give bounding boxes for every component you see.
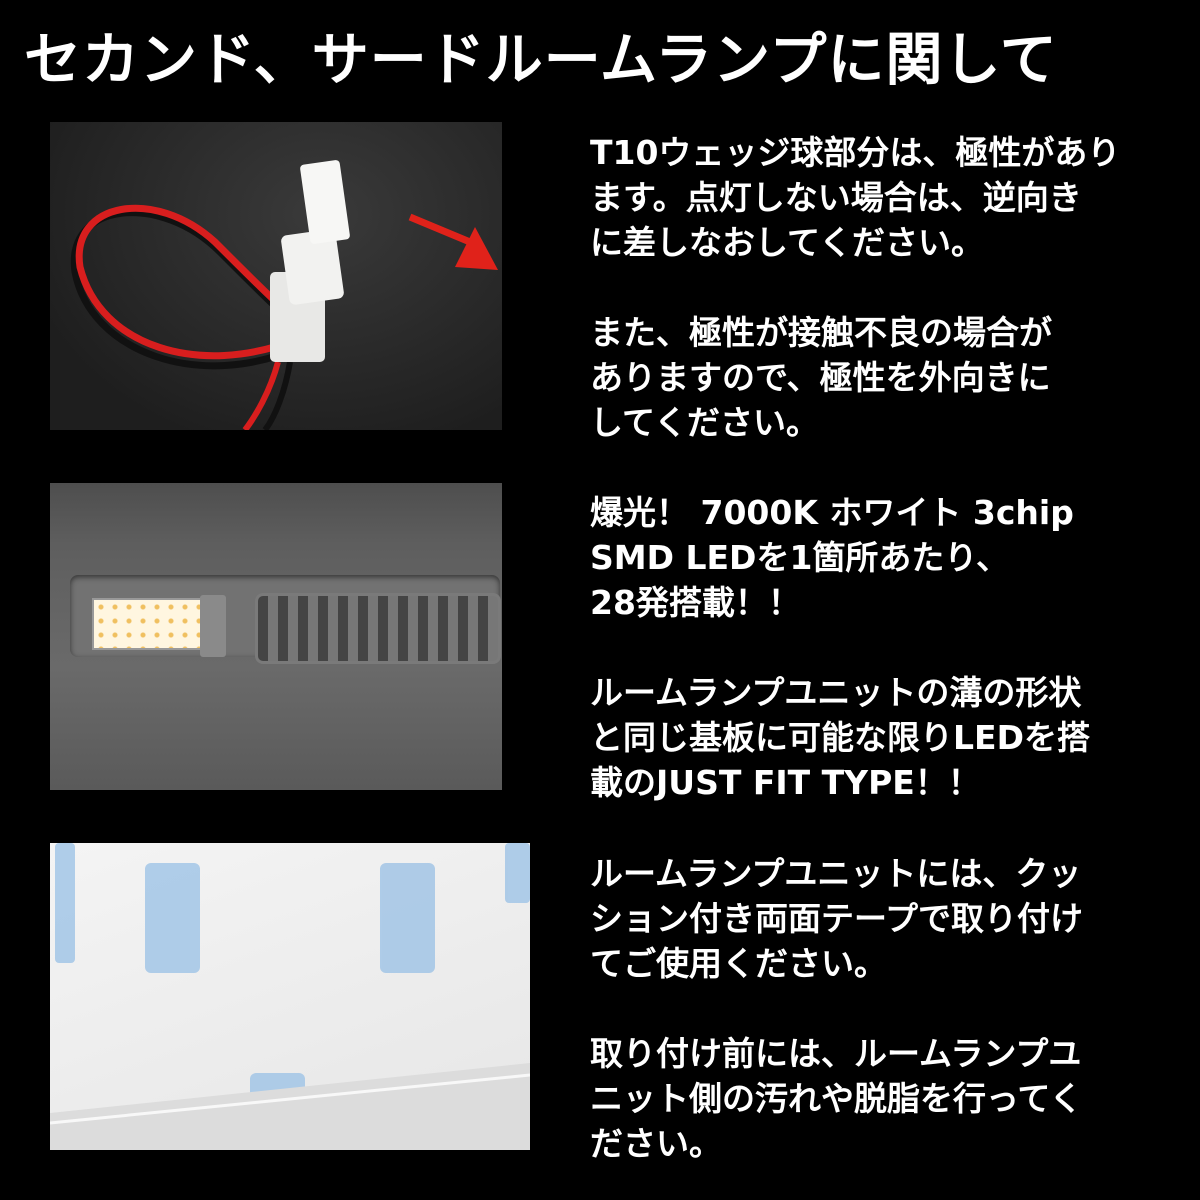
text-line: と同じ基板に可能な限りLEDを搭 [590,718,1090,757]
text-line: してください。 [590,403,820,442]
text-line: ます。点灯しない場合は、逆向き [590,178,1082,217]
red-arrow-icon [455,227,498,270]
text-line: ション付き両面テープで取り付け [590,899,1084,938]
text-line: 爆光！ 7000K ホワイト 3chip [590,493,1074,532]
text-line: ありますので、極性を外向きに [590,358,1051,397]
text-line: に差しなおしてください。 [590,223,985,262]
t10-wedge-bulb-wiring-photo [50,122,502,430]
text-line: ニット側の汚れや脱脂を行ってく [590,1079,1083,1118]
double-sided-tape-photo [50,843,530,1150]
text-line: ださい。 [590,1124,722,1163]
section-2-text: 爆光！ 7000K ホワイト 3chip SMD LEDを1箇所あたり、 28発… [590,490,1090,805]
text-line: T10ウェッジ球部分は、極性があり [590,133,1121,172]
text-line: SMD LEDを1箇所あたり、 [590,538,1010,577]
room-lamp-installed-photo [50,483,502,790]
text-line: また、極性が接触不良の場合が [590,313,1052,352]
text-line: 28発搭載！！ [590,583,801,622]
section-1-text: T10ウェッジ球部分は、極性があり ます。点灯しない場合は、逆向き に差しなおし… [590,130,1120,445]
tape-liner-pattern [50,843,530,1150]
section-3-text: ルームランプユニットには、クッ ション付き両面テープで取り付け てご使用ください… [590,851,1083,1166]
text-line: ルームランプユニットには、クッ [590,854,1082,893]
text-line: てご使用ください。 [590,944,887,983]
wiring-illustration [70,160,498,430]
page-title: セカンド、サードルームランプに関して [24,27,1058,93]
arrow-shaft [408,213,472,246]
text-line: 取り付け前には、ルームランプユ [590,1034,1082,1073]
text-line: 載のJUST FIT TYPE！！ [590,763,981,802]
text-line: ルームランプユニットの溝の形状 [590,673,1082,712]
led-board [92,598,202,650]
